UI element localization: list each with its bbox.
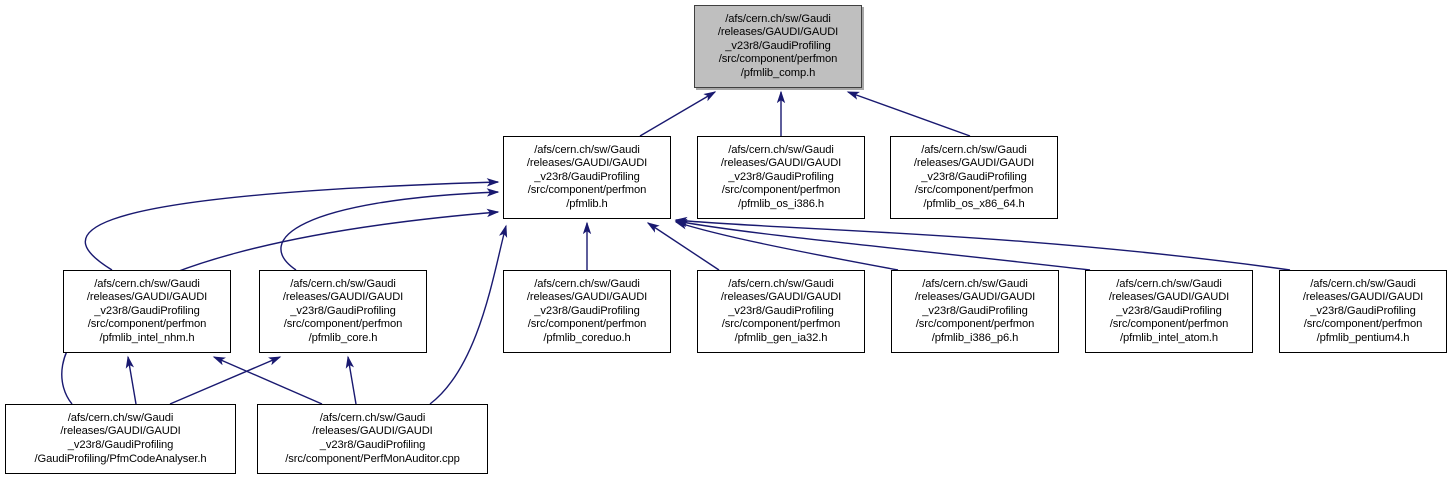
node-label-line: _v23r8/GaudiProfiling xyxy=(1310,304,1416,317)
node-label-line: /afs/cern.ch/sw/Gaudi xyxy=(1116,277,1222,290)
node-label-line: /releases/GAUDI/GAUDI xyxy=(526,291,648,304)
node-label-line: /GaudiProfiling/PfmCodeAnalyser.h xyxy=(34,452,207,465)
graph-edge-pfmlib-to-pfmlib_comp xyxy=(639,91,717,137)
node-label-line: /afs/cern.ch/sw/Gaudi xyxy=(725,12,831,25)
node-label-line: /afs/cern.ch/sw/Gaudi xyxy=(534,277,640,290)
node-label-line: /releases/GAUDI/GAUDI xyxy=(86,291,208,304)
graph-node-pfmlib_intel_nhm[interactable]: /afs/cern.ch/sw/Gaudi/releases/GAUDI/GAU… xyxy=(63,270,231,353)
node-label-line: /src/component/perfmon xyxy=(1303,318,1423,331)
node-label-line: /releases/GAUDI/GAUDI xyxy=(60,425,181,438)
graph-node-pfmlib_gen_ia32[interactable]: /afs/cern.ch/sw/Gaudi/releases/GAUDI/GAU… xyxy=(697,270,865,353)
node-label-line: /releases/GAUDI/GAUDI xyxy=(526,157,648,170)
graph-edge-pfmlib_i386_p6-to-pfmlib xyxy=(674,221,899,271)
node-label-line: /src/component/perfmon xyxy=(718,53,838,66)
node-label-line: _v23r8/GaudiProfiling xyxy=(725,39,831,52)
graph-node-pfmlib_i386_p6[interactable]: /afs/cern.ch/sw/Gaudi/releases/GAUDI/GAU… xyxy=(891,270,1059,353)
node-label-line: /releases/GAUDI/GAUDI xyxy=(914,291,1036,304)
node-label-line: /afs/cern.ch/sw/Gaudi xyxy=(94,277,200,290)
node-label-line: _v23r8/GaudiProfiling xyxy=(94,304,200,317)
node-label-line: _v23r8/GaudiProfiling xyxy=(728,304,834,317)
graph-edge-pfmlib_os_x86_64-to-pfmlib_comp xyxy=(846,91,971,137)
graph-edge-perfmonauditor-to-pfmlib_intel_nhm xyxy=(212,356,323,405)
node-label-line: /releases/GAUDI/GAUDI xyxy=(1302,291,1424,304)
node-label-line: /releases/GAUDI/GAUDI xyxy=(717,26,839,39)
graph-node-pfmlib[interactable]: /afs/cern.ch/sw/Gaudi/releases/GAUDI/GAU… xyxy=(503,136,671,219)
node-label-line: /src/component/perfmon xyxy=(1109,318,1229,331)
node-label-line: /releases/GAUDI/GAUDI xyxy=(282,291,404,304)
node-label-line: /afs/cern.ch/sw/Gaudi xyxy=(921,143,1027,156)
node-label-line: /afs/cern.ch/sw/Gaudi xyxy=(922,277,1028,290)
graph-edge-pfmlib_pentium4-to-pfmlib xyxy=(674,216,1291,271)
node-label-line: _v23r8/GaudiProfiling xyxy=(67,439,174,451)
node-label-line: /pfmlib_core.h xyxy=(308,331,378,344)
graph-node-pfmlib_pentium4[interactable]: /afs/cern.ch/sw/Gaudi/releases/GAUDI/GAU… xyxy=(1279,270,1447,353)
node-label-line: /src/component/perfmon xyxy=(283,318,403,331)
node-label-line: /src/component/PerfMonAuditor.cpp xyxy=(285,452,460,465)
node-label-line: /afs/cern.ch/sw/Gaudi xyxy=(728,143,834,156)
graph-edge-pfmcodeanalyser-to-pfmlib_core xyxy=(169,356,282,405)
graph-node-pfmcodeanalyser[interactable]: /afs/cern.ch/sw/Gaudi/releases/GAUDI/GAU… xyxy=(5,404,236,474)
graph-node-pfmlib_core[interactable]: /afs/cern.ch/sw/Gaudi/releases/GAUDI/GAU… xyxy=(259,270,427,353)
graph-node-pfmlib_intel_atom[interactable]: /afs/cern.ch/sw/Gaudi/releases/GAUDI/GAU… xyxy=(1085,270,1253,353)
node-label-line: /src/component/perfmon xyxy=(527,184,647,197)
node-label-line: _v23r8/GaudiProfiling xyxy=(534,170,640,183)
graph-node-pfmlib_os_i386[interactable]: /afs/cern.ch/sw/Gaudi/releases/GAUDI/GAU… xyxy=(697,136,865,219)
graph-edge-pfmcodeanalyser-to-pfmlib_intel_nhm xyxy=(125,355,137,405)
node-label-line: _v23r8/GaudiProfiling xyxy=(728,170,834,183)
graph-node-perfmonauditor[interactable]: /afs/cern.ch/sw/Gaudi/releases/GAUDI/GAU… xyxy=(257,404,488,474)
node-label-line: /src/component/perfmon xyxy=(721,184,841,197)
graph-edge-pfmlib_intel_atom-to-pfmlib xyxy=(674,218,1091,271)
graph-edge-pfmlib_gen_ia32-to-pfmlib xyxy=(646,222,720,271)
node-label-line: /pfmlib_intel_nhm.h xyxy=(99,331,195,344)
node-label-line: /pfmlib_i386_p6.h xyxy=(931,331,1019,344)
node-label-line: _v23r8/GaudiProfiling xyxy=(1116,304,1222,317)
node-label-line: /src/component/perfmon xyxy=(721,318,841,331)
node-label-line: _v23r8/GaudiProfiling xyxy=(922,304,1028,317)
node-label-line: /releases/GAUDI/GAUDI xyxy=(720,157,842,170)
node-label-line: _v23r8/GaudiProfiling xyxy=(534,304,640,317)
node-label-line: _v23r8/GaudiProfiling xyxy=(290,304,396,317)
graph-node-pfmlib_comp: /afs/cern.ch/sw/Gaudi/releases/GAUDI/GAU… xyxy=(694,5,862,88)
node-label-line: /pfmlib_os_x86_64.h xyxy=(923,197,1025,210)
graph-node-pfmlib_coreduo[interactable]: /afs/cern.ch/sw/Gaudi/releases/GAUDI/GAU… xyxy=(503,270,671,353)
node-label-line: _v23r8/GaudiProfiling xyxy=(921,170,1027,183)
node-label-line: /afs/cern.ch/sw/Gaudi xyxy=(319,411,426,424)
node-label-line: _v23r8/GaudiProfiling xyxy=(319,439,426,451)
node-label-line: /pfmlib_coreduo.h xyxy=(543,331,631,344)
node-label-line: /releases/GAUDI/GAUDI xyxy=(1108,291,1230,304)
node-label-line: /pfmlib_intel_atom.h xyxy=(1119,331,1219,344)
node-label-line: /afs/cern.ch/sw/Gaudi xyxy=(728,277,834,290)
node-label-line: /pfmlib_os_i386.h xyxy=(738,197,824,210)
node-label-line: /releases/GAUDI/GAUDI xyxy=(913,157,1035,170)
node-label-line: /afs/cern.ch/sw/Gaudi xyxy=(290,277,396,290)
graph-edge-perfmonauditor-to-pfmlib_core xyxy=(345,355,357,405)
node-label-line: /pfmlib_comp.h xyxy=(740,66,816,79)
node-label-line: /src/component/perfmon xyxy=(527,318,647,331)
node-label-line: /afs/cern.ch/sw/Gaudi xyxy=(67,411,174,424)
graph-edge-pfmlib_core-to-pfmlib xyxy=(280,188,500,271)
node-label-line: /pfmlib_gen_ia32.h xyxy=(734,331,828,344)
graph-edge-pfmlib_intel_nhm-to-pfmlib xyxy=(84,178,500,271)
node-label-line: /pfmlib_pentium4.h xyxy=(1316,331,1410,344)
graph-node-pfmlib_os_x86_64[interactable]: /afs/cern.ch/sw/Gaudi/releases/GAUDI/GAU… xyxy=(890,136,1058,219)
node-label-line: /releases/GAUDI/GAUDI xyxy=(312,425,433,438)
node-label-line: /src/component/perfmon xyxy=(914,184,1034,197)
node-label-line: /afs/cern.ch/sw/Gaudi xyxy=(534,143,640,156)
node-label-line: /pfmlib.h xyxy=(566,197,608,210)
node-label-line: /releases/GAUDI/GAUDI xyxy=(720,291,842,304)
graph-edge-perfmonauditor-to-pfmlib xyxy=(429,224,508,405)
node-label-line: /afs/cern.ch/sw/Gaudi xyxy=(1310,277,1416,290)
node-label-line: /src/component/perfmon xyxy=(87,318,207,331)
node-label-line: /src/component/perfmon xyxy=(915,318,1035,331)
